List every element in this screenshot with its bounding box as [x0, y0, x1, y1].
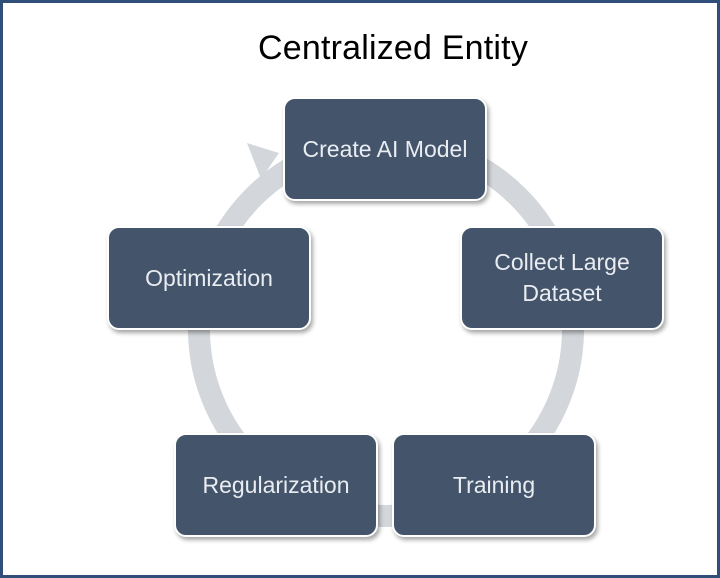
- step-training: Training: [392, 433, 596, 537]
- cycle-arrow-icon: [247, 143, 279, 179]
- step-label: Training: [452, 471, 536, 498]
- step-label: Regularization: [202, 471, 350, 498]
- diagram-title: Centralized Entity: [257, 29, 529, 67]
- step-regularization: Regularization: [174, 433, 378, 537]
- step-label: Optimization: [145, 264, 273, 291]
- step-create-ai-model: Create AI Model: [283, 97, 487, 201]
- step-label: Collect Large Dataset: [494, 249, 630, 306]
- step-label: Create AI Model: [302, 135, 468, 162]
- step-optimization: Optimization: [107, 226, 311, 330]
- step-collect-large-dataset: Collect Large Dataset: [460, 226, 664, 330]
